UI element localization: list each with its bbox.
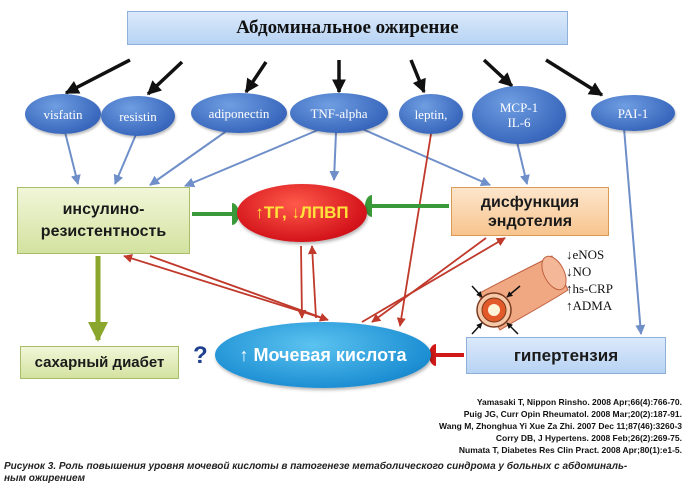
- node-pai1: PAI-1: [591, 95, 675, 131]
- figure-caption: Рисунок 3. Роль повышения уровня мочевой…: [4, 461, 628, 484]
- connector-layer: [64, 58, 646, 366]
- arrow-tnf-to-lipids: [329, 131, 340, 181]
- arrow-uric-acid-to-lipids: [307, 245, 317, 319]
- node-visfatin: visfatin: [25, 94, 101, 134]
- reference-item: Wang M, Zhonghua Yi Xue Za Zhi. 2007 Dec…: [439, 421, 682, 431]
- arrow-dysfunction-to-uric-acid: [371, 237, 487, 323]
- marker-hs-crp: ↑hs-CRP: [566, 281, 613, 296]
- reference-item: Yamasaki T, Nippon Rinsho. 2008 Apr;66(4…: [476, 397, 682, 407]
- arrow-ir-to-uric-acid: [149, 255, 329, 322]
- insulin-resistance-box: инсулино- резистентность: [17, 187, 190, 254]
- arrow-mcp-to-dysfunction: [516, 141, 530, 185]
- abdominal-obesity-box: Абдоминальное ожирение: [127, 11, 568, 45]
- references-list: Yamasaki T, Nippon Rinsho. 2008 Apr;66(4…: [439, 396, 682, 456]
- arrow-title-to-adiponectin: [244, 61, 268, 94]
- arrow-title-to-leptin: [409, 59, 426, 94]
- reference-item: Numata T, Diabetes Res Clin Pract. 2008 …: [458, 445, 682, 455]
- arrow-resistin-to-ir: [113, 131, 138, 185]
- arrow-tnf-to-ir: [184, 129, 319, 188]
- arrow-adiponectin-to-ir: [149, 129, 229, 186]
- node-tnf-alpha: TNF-alpha: [290, 93, 388, 133]
- endothelial-markers: ↓eNOS ↓NO ↑hs-CRP ↑ADMA: [566, 246, 613, 314]
- arrow-title-to-resistin: [146, 60, 184, 96]
- arrow-pai-to-hypertension: [623, 127, 646, 335]
- blood-vessel-illustration: [471, 255, 569, 335]
- arrow-leptin-to-uric-acid: [396, 133, 432, 327]
- node-leptin: leptin,: [399, 94, 463, 134]
- marker-enos: ↓eNOS: [566, 247, 605, 262]
- marker-adma: ↑ADMA: [566, 298, 613, 313]
- arrow-uric-acid-to-ir: [123, 254, 323, 319]
- reference-item: Corry DB, J Hypertens. 2008 Feb;26(2):26…: [495, 433, 682, 443]
- diabetes-box: сахарный диабет: [20, 346, 179, 379]
- endothelial-dysfunction-box: дисфункция эндотелия: [451, 187, 609, 236]
- reference-item: Puig JG, Curr Opin Rheumatol. 2008 Mar;2…: [463, 409, 682, 419]
- node-resistin: resistin: [101, 96, 175, 136]
- arrow-uric-acid-to-dysfunction: [361, 237, 506, 323]
- node-mcp1-il6: MCP-1 IL-6: [472, 86, 566, 144]
- inhibitor-hypertension-uric-cap: [429, 344, 436, 366]
- arrow-visfatin-to-ir: [64, 131, 81, 185]
- arrow-title-to-visfatin: [64, 58, 131, 95]
- arrow-tnf-to-dysfunction: [359, 127, 491, 186]
- question-mark: ?: [193, 342, 208, 369]
- arrow-title-to-mcp: [482, 58, 514, 88]
- diagram-panel: Абдоминальное ожирение visfatin resistin…: [17, 11, 682, 456]
- uric-acid-ellipse: ↑ Мочевая кислота: [215, 322, 431, 388]
- hypertension-box: гипертензия: [466, 337, 666, 374]
- arrow-lipids-to-uric-acid: [297, 245, 307, 319]
- arrow-title-to-pai: [545, 58, 604, 97]
- lipids-ellipse: ↑ТГ, ↓ЛПВП: [237, 184, 367, 242]
- node-adiponectin: adiponectin: [191, 93, 287, 133]
- marker-no: ↓NO: [566, 264, 592, 279]
